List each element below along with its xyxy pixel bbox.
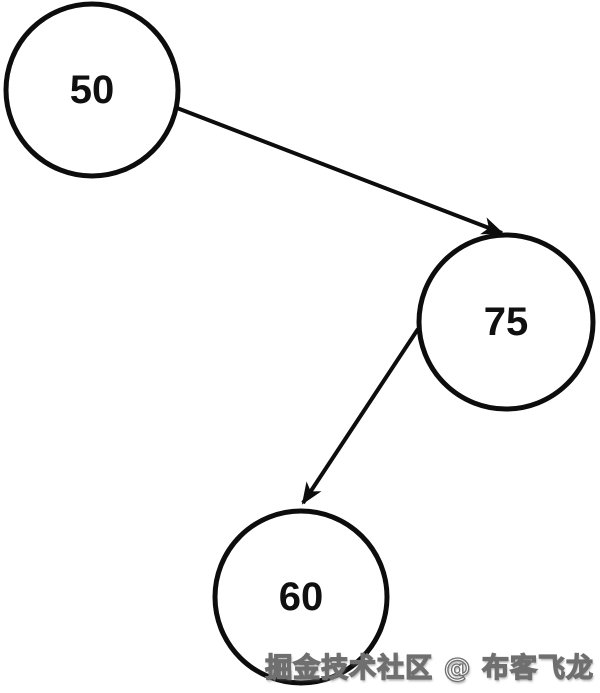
edge-arrow-n50-to-n75 — [176, 106, 504, 235]
tree-node-60: 60 — [212, 508, 390, 686]
node-circle — [3, 1, 181, 179]
edge-arrow-n75-to-n60 — [301, 327, 420, 505]
node-label: 50 — [70, 68, 115, 112]
node-circle — [212, 508, 390, 686]
node-label: 60 — [279, 575, 324, 619]
tree-node-50: 50 — [3, 1, 181, 179]
node-label: 75 — [484, 300, 529, 344]
node-circle — [416, 232, 596, 412]
tree-node-75: 75 — [416, 232, 596, 412]
watermark-text: 掘金技术社区 @ 布客飞龙 — [265, 652, 594, 684]
